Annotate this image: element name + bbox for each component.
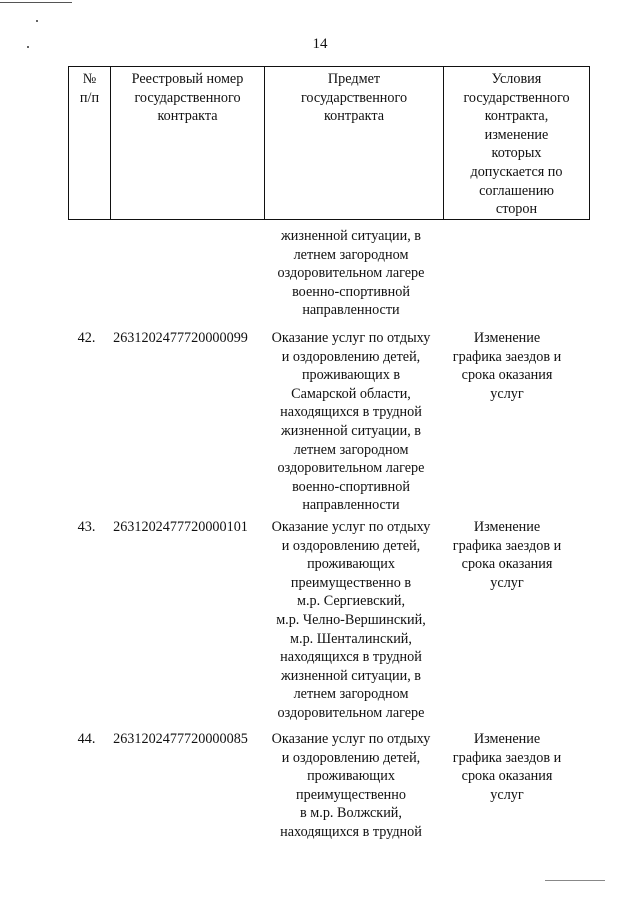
contract-subject: Оказание услуг по отдыху и оздоровлению … (271, 731, 431, 840)
row-number: 42. (77, 330, 96, 346)
contract-subject: Оказание услуг по отдыху и оздоровлению … (271, 330, 431, 514)
row-number: 44. (77, 731, 96, 747)
page-number: 14 (312, 36, 328, 52)
contract-subject: Оказание услуг по отдыху и оздоровлению … (271, 519, 431, 721)
contracts-table-header: № п/п Реестровый номер государственного … (68, 66, 590, 220)
scan-speck (27, 46, 29, 48)
header-contract-conditions: Условия государственного контракта, изме… (443, 66, 590, 220)
continuation-subject: жизненной ситуации, в летнем загородном … (277, 228, 425, 319)
scan-edge-line (545, 880, 605, 881)
header-contract-subject: Предмет государственного контракта (264, 66, 444, 220)
registry-number: 2631202477720000085 (113, 731, 248, 747)
scan-edge-line (0, 2, 72, 3)
contract-conditions: Изменение графика заездов и срока оказан… (452, 519, 562, 591)
contract-conditions: Изменение графика заездов и срока оказан… (452, 330, 562, 402)
contract-conditions: Изменение графика заездов и срока оказан… (452, 731, 562, 803)
header-number: № п/п (68, 66, 111, 220)
registry-number: 2631202477720000101 (113, 519, 248, 535)
scan-speck (36, 20, 38, 22)
header-registry-number: Реестровый номер государственного контра… (110, 66, 265, 220)
registry-number: 2631202477720000099 (113, 330, 248, 346)
row-number: 43. (77, 519, 96, 535)
